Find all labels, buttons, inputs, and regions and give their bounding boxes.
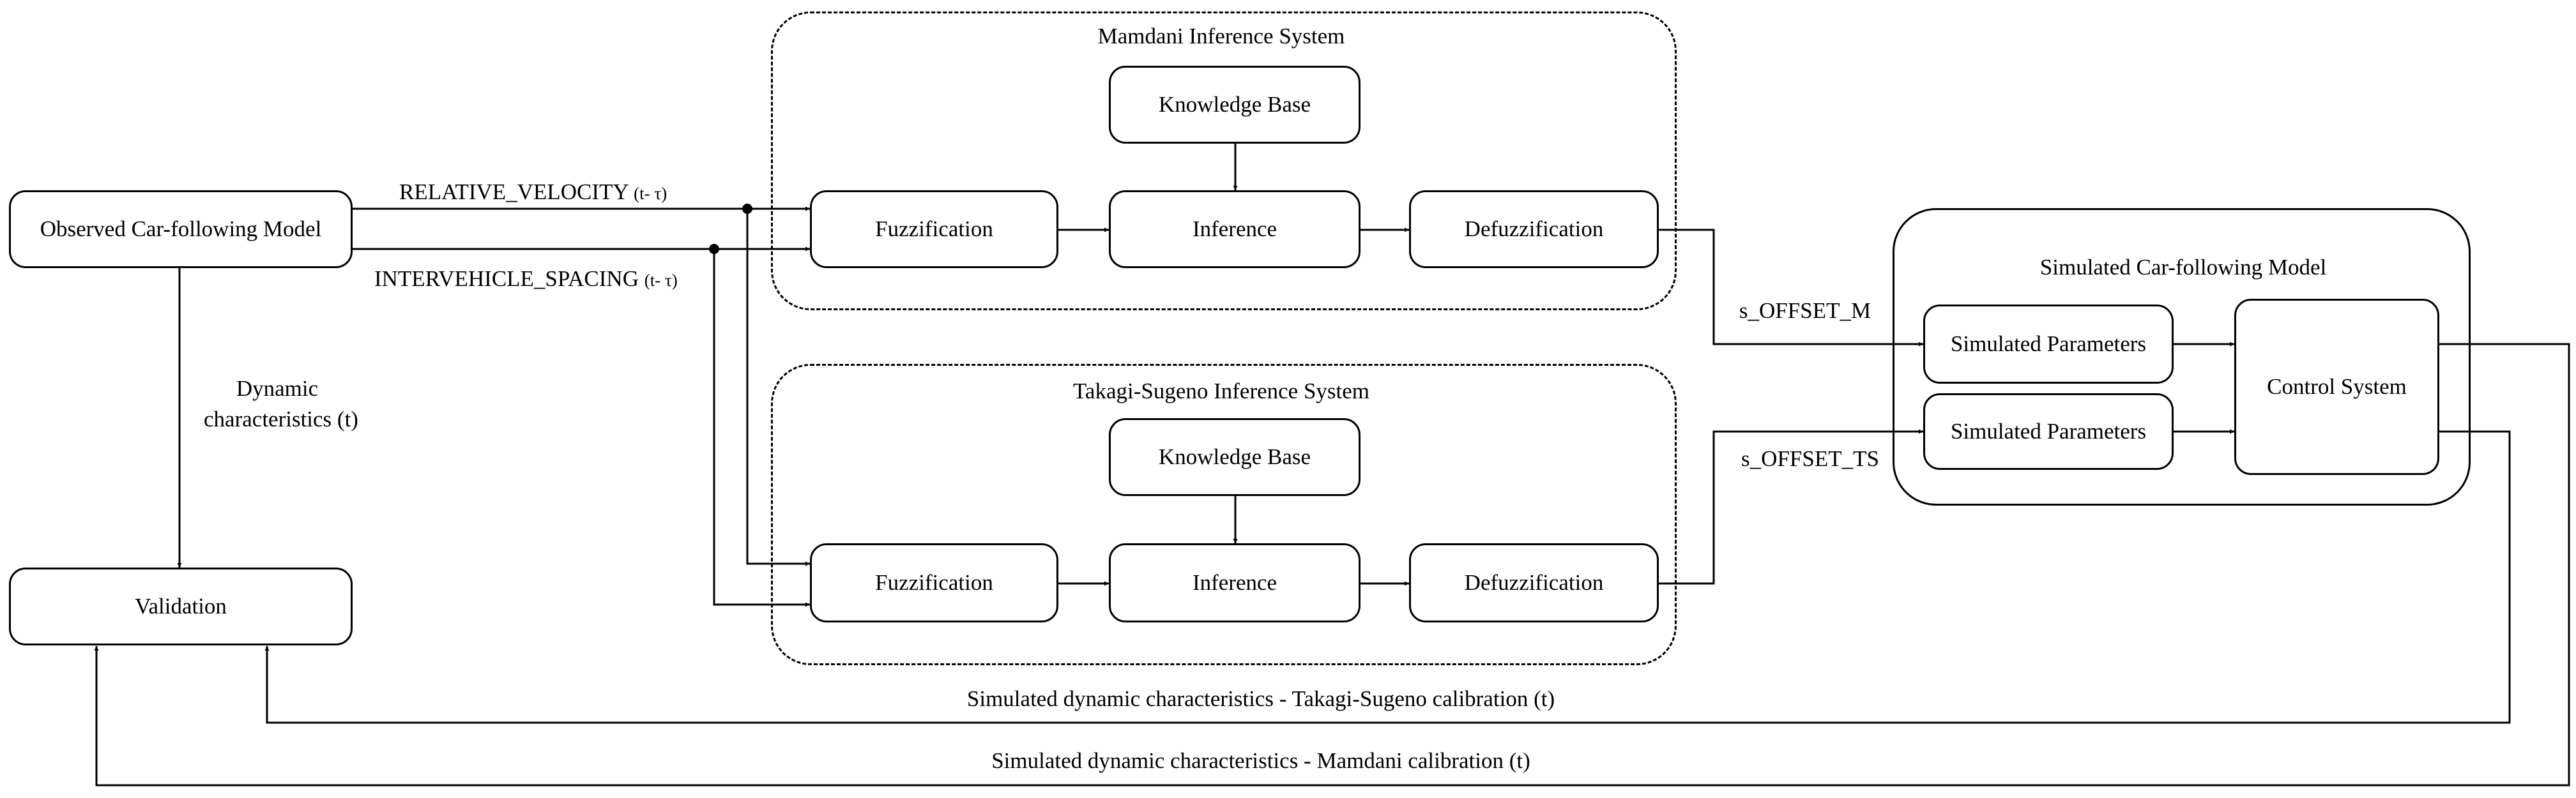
observed-car-following-model-box: Observed Car-following Model — [9, 190, 353, 268]
s-offset-m-arrow — [1659, 229, 1923, 347]
validation-box: Validation — [9, 568, 353, 645]
junction-dot-relative-velocity — [742, 204, 752, 214]
ts-defuzzification-box: Defuzzification — [1409, 543, 1659, 622]
simulated-model-panel — [1893, 208, 2471, 506]
s-offset-m-label: s_OFFSET_M — [1739, 298, 1871, 323]
relative-velocity-delay: (t- τ) — [634, 184, 667, 203]
dynamic-characteristics-label-line2: characteristics (t) — [204, 407, 358, 432]
relative-velocity-text: RELATIVE_VELOCITY — [399, 179, 629, 204]
s-offset-ts-label: s_OFFSET_TS — [1741, 446, 1879, 471]
simulated-model-title: Simulated Car-following Model — [2039, 255, 2327, 280]
junction-dot-spacing — [709, 244, 719, 254]
ts-fuzzification-box: Fuzzification — [810, 543, 1058, 622]
takagi-sugeno-inference-group — [771, 364, 1677, 665]
intervehicle-spacing-text: INTERVEHICLE_SPACING — [374, 266, 639, 291]
ts-knowledge-base-box: Knowledge Base — [1109, 418, 1360, 496]
ts-group-title: Takagi-Sugeno Inference System — [1072, 379, 1370, 403]
mamdani-defuzzification-box: Defuzzification — [1409, 190, 1659, 268]
feedback-ts-arrow — [264, 430, 2511, 724]
dynamic-characteristics-label-line1: Dynamic — [236, 376, 319, 401]
mamdani-knowledge-base-box: Knowledge Base — [1109, 66, 1360, 144]
feedback-mamdani-arrow — [94, 343, 2570, 787]
mamdani-inference-box: Inference — [1109, 190, 1360, 268]
ts-inference-box: Inference — [1109, 543, 1360, 622]
intervehicle-spacing-label: INTERVEHICLE_SPACING (t- τ) — [374, 266, 678, 292]
mamdani-inference-group — [771, 11, 1677, 310]
simulated-parameters-box-2: Simulated Parameters — [1923, 393, 2174, 470]
intervehicle-spacing-delay: (t- τ) — [644, 271, 678, 290]
mamdani-group-title: Mamdani Inference System — [1097, 24, 1345, 49]
control-system-box: Control System — [2234, 299, 2439, 475]
feedback-mamdani-label: Simulated dynamic characteristics - Mamd… — [991, 748, 1530, 773]
mamdani-fuzzification-box: Fuzzification — [810, 190, 1058, 268]
relative-velocity-to-ts-arrow — [746, 209, 810, 566]
simulated-parameters-box-1: Simulated Parameters — [1923, 305, 2174, 384]
spacing-to-ts-arrow — [713, 249, 810, 607]
feedback-ts-label: Simulated dynamic characteristics - Taka… — [966, 686, 1555, 711]
s-offset-ts-arrow — [1659, 429, 1923, 585]
relative-velocity-label: RELATIVE_VELOCITY (t- τ) — [399, 179, 667, 206]
